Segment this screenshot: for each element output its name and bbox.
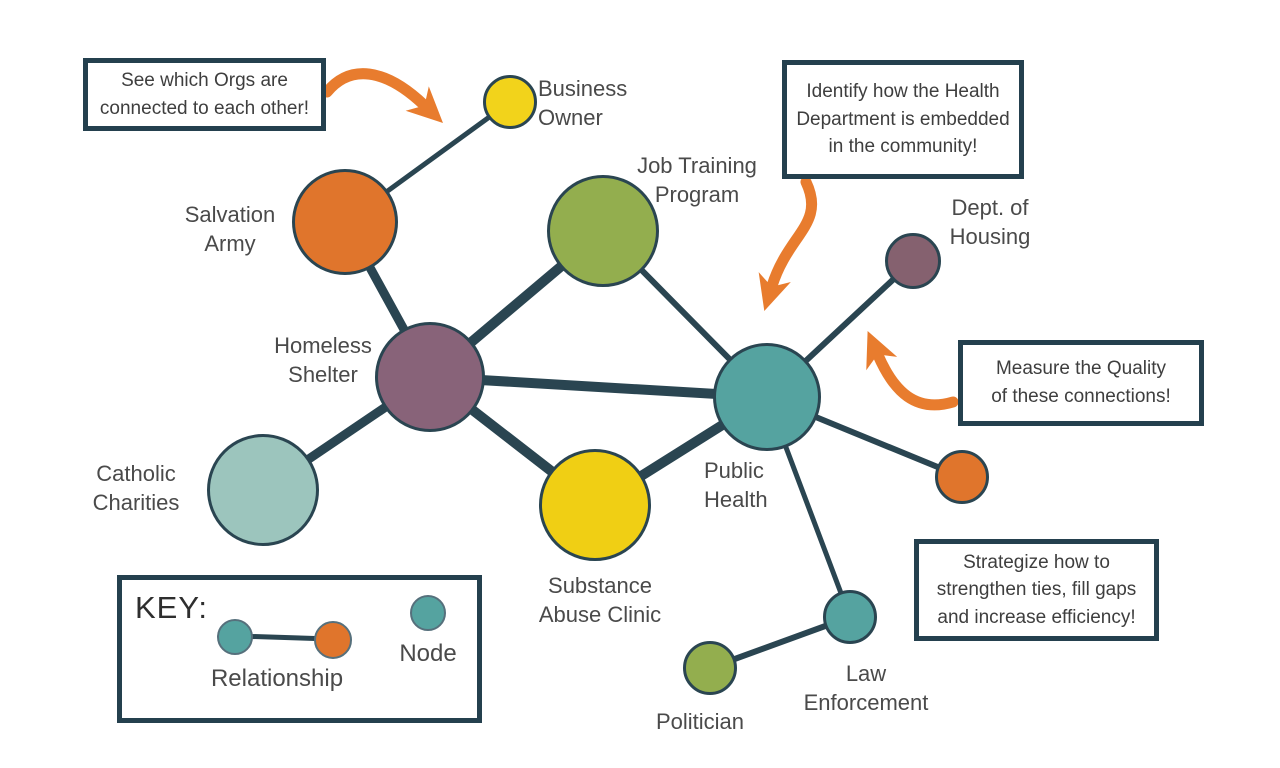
node-public-health: [713, 343, 821, 451]
key-node-sample-icon: [410, 595, 446, 631]
label-job-training-program: Job Training Program: [637, 153, 757, 208]
node-business-owner: [483, 75, 537, 129]
key-relationship-orange-node-icon: [314, 621, 352, 659]
node-substance-abuse-clinic: [539, 449, 651, 561]
label-catholic-charities: Catholic Charities: [92, 461, 180, 516]
label-law-enforcement: Law Enforcement: [803, 661, 929, 716]
edge-homeless-shelter-public-health: [425, 372, 772, 402]
callout-strategize-ties: Strategize how to strengthen ties, fill …: [914, 539, 1159, 641]
node-homeless-shelter: [375, 322, 485, 432]
label-homeless-shelter: Homeless Shelter: [274, 333, 372, 388]
node-salvation-army: [292, 169, 398, 275]
node-law-enforcement: [823, 590, 877, 644]
callout-see-which-orgs: See which Orgs are connected to each oth…: [83, 58, 326, 131]
arrow-identify-callout-icon: [758, 176, 818, 312]
node-dept-of-housing: [885, 233, 941, 289]
arrow-orgs-callout-icon: [321, 68, 443, 124]
callout-measure-quality: Measure the Quality of these connections…: [958, 340, 1204, 426]
node-job-training-program: [547, 175, 659, 287]
key-relationship-label: Relationship: [210, 665, 344, 692]
annotation-arrows: [321, 68, 959, 411]
label-substance-abuse-clinic: Substance Abuse Clinic: [538, 573, 662, 628]
label-dept-of-housing: Dept. of Housing: [949, 195, 1031, 250]
label-salvation-army: Salvation Army: [184, 202, 276, 257]
label-public-health: Public Health: [704, 458, 768, 513]
callout-identify-health: Identify how the Health Department is em…: [782, 60, 1024, 179]
node-politician: [683, 641, 737, 695]
arrow-measure-callout-icon: [866, 330, 959, 411]
node-unlabeled-partner: [935, 450, 989, 504]
key-box: KEY: Relationship Node: [117, 575, 482, 723]
key-title: KEY:: [135, 590, 208, 625]
label-business-owner: Business Owner: [538, 76, 628, 131]
key-node-label: Node: [399, 640, 457, 667]
key-relationship-teal-node-icon: [217, 619, 253, 655]
label-politician: Politician: [655, 709, 745, 734]
node-catholic-charities: [207, 434, 319, 546]
